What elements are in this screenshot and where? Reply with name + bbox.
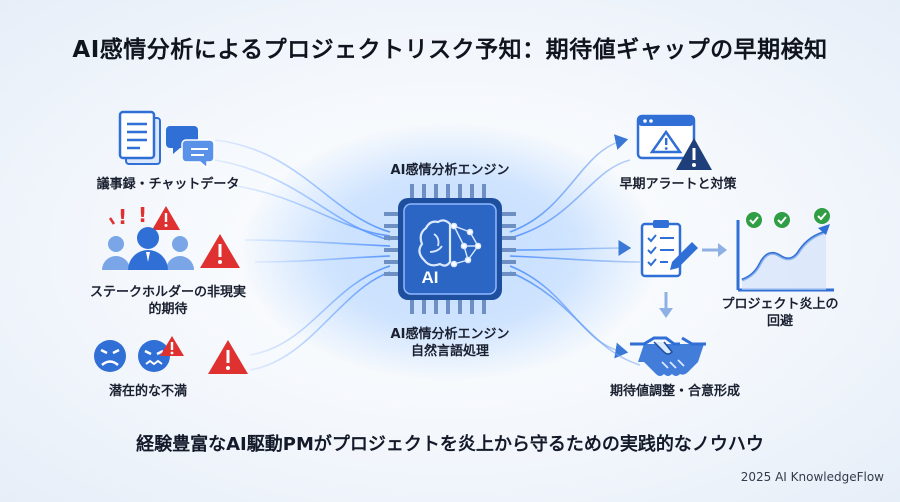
tagline: 経験豊富なAI駆動PMがプロジェクトを炎上から守るための実践的なノウハウ bbox=[136, 434, 764, 455]
arrow-down-icon bbox=[659, 292, 673, 318]
svg-text:!: ! bbox=[138, 204, 147, 227]
output-label-avoid-flame-line1: プロジェクト炎上の bbox=[721, 297, 839, 312]
stakeholder-group-icon: ! ! bbox=[102, 204, 240, 270]
chip-ai-label: AI bbox=[421, 268, 439, 287]
input-label-dissatisfaction: 潜在的な不満 bbox=[108, 384, 187, 399]
svg-text:!: ! bbox=[118, 205, 127, 229]
footer-credit: 2025 AI KnowledgeFlow bbox=[740, 470, 884, 484]
input-label-stakeholder-line1: ステークホルダーの非現実 bbox=[89, 285, 246, 300]
input-label-stakeholder-line2: 的期待 bbox=[148, 302, 188, 317]
engine-bottom-label-line2: 自然言語処理 bbox=[410, 344, 489, 359]
input-flow-lines bbox=[214, 139, 391, 371]
output-flow-lines bbox=[509, 134, 641, 366]
engine-bottom-label: AI感情分析エンジン 自然言語処理 bbox=[340, 326, 560, 360]
arrow-right-icon bbox=[702, 243, 727, 257]
input-label-minutes-chat: 議事録・チャットデータ bbox=[96, 177, 240, 192]
growth-chart-icon bbox=[736, 208, 834, 292]
output-label-avoid-flame-line2: 回避 bbox=[766, 314, 793, 329]
engine-bottom-label-line1: AI感情分析エンジン bbox=[390, 327, 510, 342]
document-chat-icon bbox=[118, 110, 215, 170]
page-title: AI感情分析によるプロジェクトリスク予知：期待値ギャップの早期検知 bbox=[72, 37, 828, 63]
ai-chip-icon bbox=[384, 184, 516, 314]
checklist-pen-icon bbox=[640, 220, 698, 278]
output-label-early-alert: 早期アラートと対策 bbox=[619, 177, 737, 192]
handshake-icon bbox=[630, 336, 706, 376]
output-label-consensus: 期待値調整・合意形成 bbox=[609, 384, 740, 399]
engine-top-label: AI感情分析エンジン bbox=[390, 163, 510, 178]
alert-window-icon bbox=[636, 114, 712, 170]
dissatisfied-faces-icon bbox=[94, 336, 248, 374]
input-label-stakeholder: ステークホルダーの非現実 的期待 bbox=[68, 284, 268, 318]
output-label-avoid-flame: プロジェクト炎上の 回避 bbox=[705, 296, 855, 330]
